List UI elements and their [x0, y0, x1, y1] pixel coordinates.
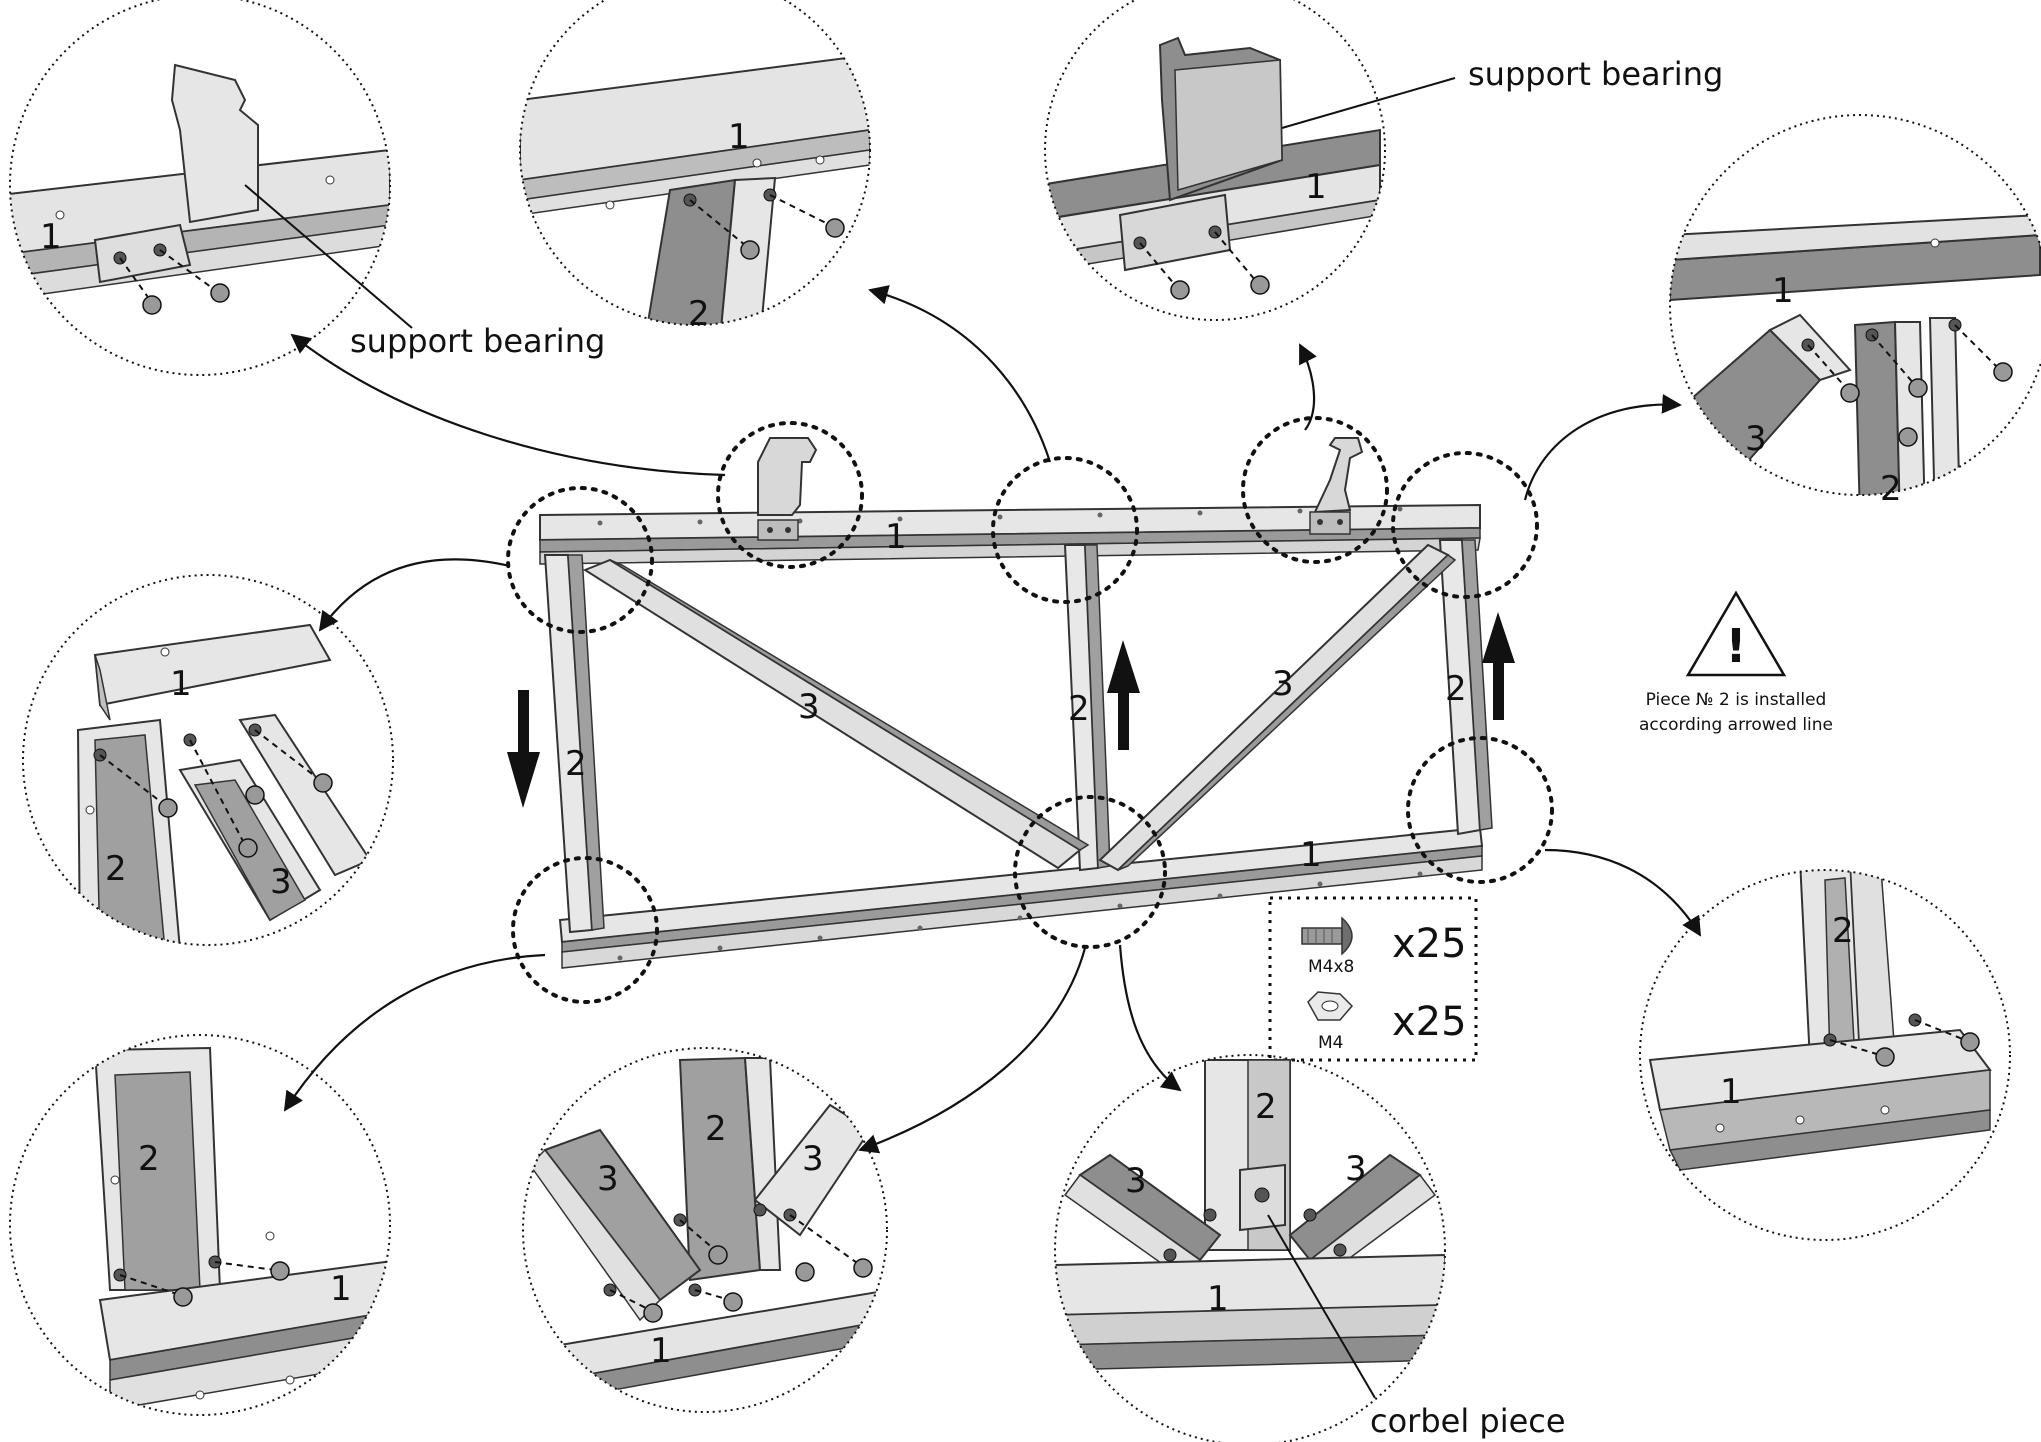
detail5-label-3: 3 [270, 862, 292, 902]
middle-post [1063, 544, 1111, 872]
focus-bottom-right-corner [1406, 736, 1554, 884]
leader-corbel-piece [1267, 1214, 1376, 1399]
detail-bottom-middle: 2 3 3 1 [522, 1047, 888, 1413]
focus-right-bearing [1241, 416, 1389, 564]
focus-top-right-corner [1391, 451, 1539, 599]
detail6-label-2: 2 [1832, 911, 1854, 951]
focus-left-bearing [716, 421, 864, 569]
detail9-label-3-left: 3 [1125, 1161, 1147, 1201]
up-arrow-right-post [1482, 612, 1515, 720]
left-post [543, 554, 605, 934]
nut-quantity: x25 [1392, 999, 1467, 1045]
detail-top-left-bearing: 1 support bearing [9, 0, 605, 376]
arrow-to-detail-top-middle [868, 285, 1052, 463]
arrow-to-detail-bottom-middle [858, 947, 1087, 1154]
detail1-caption-support-bearing: support bearing [350, 322, 605, 360]
detail4-label-1: 1 [1772, 271, 1794, 311]
frame-label-left-post: 2 [565, 744, 587, 784]
nut-icon [1307, 991, 1354, 1021]
bolt-label: M4x8 [1308, 957, 1354, 977]
detail4-label-3: 3 [1745, 419, 1767, 459]
detail8-label-3-right: 3 [802, 1139, 824, 1179]
detail9-caption-corbel-piece: corbel piece [1370, 1402, 1566, 1440]
detail2-label-2: 2 [688, 294, 710, 334]
warning-icon [1685, 590, 1787, 677]
left-diagonal [582, 558, 1090, 870]
detail6-label-1: 1 [1720, 1072, 1742, 1112]
detail7-label-1: 1 [330, 1269, 352, 1309]
down-arrow-left-post [507, 690, 540, 808]
focus-circles [506, 416, 1554, 1004]
frame-support-bearing-right [1309, 437, 1364, 535]
detail5-label-2: 2 [105, 849, 127, 889]
arrow-to-detail-bottom-left [283, 953, 546, 1112]
nut-label: M4 [1318, 1033, 1343, 1053]
frame-label-bottom-beam: 1 [1300, 835, 1322, 875]
arrow-to-detail-top-left [290, 333, 726, 477]
detail-top-middle: 1 2 [519, 0, 871, 334]
detail3-caption-support-bearing: support bearing [1468, 55, 1723, 93]
warning-note: ! Piece № 2 is installed according arrow… [1639, 590, 1833, 735]
frame-label-left-diagonal: 3 [798, 687, 820, 727]
callout-arrows [283, 285, 1702, 1154]
up-arrow-middle-post [1107, 640, 1140, 750]
bolt-quantity: x25 [1392, 921, 1467, 967]
detail4-label-2: 2 [1880, 469, 1902, 509]
arrow-to-detail-top-right-corner [1523, 394, 1682, 501]
right-post [1438, 539, 1493, 836]
focus-top-left-corner [506, 486, 654, 634]
detail9-label-3-right: 3 [1345, 1149, 1367, 1189]
arrow-to-detail-top-right-bearing [1299, 343, 1317, 431]
leader-support-bearing-right [1281, 77, 1456, 129]
frame-label-top-beam: 1 [885, 517, 907, 557]
detail-bottom-left-corner: 2 1 [9, 1034, 391, 1416]
detail2-label-1: 1 [728, 117, 750, 157]
detail-left-corner: 1 2 3 [22, 574, 394, 946]
detail7-label-2: 2 [138, 1139, 160, 1179]
detail3-label-1: 1 [1305, 167, 1327, 207]
detail8-label-2: 2 [705, 1109, 727, 1149]
arrow-to-detail-corbel [1118, 944, 1182, 1092]
detail1-label-1: 1 [40, 217, 62, 257]
detail-corbel-piece: 2 3 3 1 corbel piece [1054, 1054, 1566, 1442]
focus-bottom-middle [1013, 795, 1167, 949]
focus-bottom-left-corner [511, 856, 659, 1004]
detail9-label-2: 2 [1255, 1087, 1277, 1127]
direction-arrows [507, 612, 1515, 808]
bottom-beam [558, 826, 1484, 969]
right-diagonal [1098, 543, 1457, 872]
arrow-to-detail-right-corner [1544, 848, 1702, 937]
hardware-box: M4x8 x25 M4 x25 [1268, 896, 1478, 1062]
frame-label-right-post: 2 [1445, 669, 1467, 709]
main-frame: 1 1 2 2 2 3 3 [539, 437, 1493, 969]
focus-top-middle [991, 456, 1139, 604]
detail-top-right-corner: 1 3 2 [1669, 114, 2041, 509]
warning-exclamation: ! [1726, 619, 1747, 673]
warning-text-line2: according arrowed line [1639, 715, 1833, 735]
detail9-label-1: 1 [1207, 1279, 1229, 1319]
detail8-label-3-left: 3 [597, 1159, 619, 1199]
bolt-icon [1301, 916, 1353, 956]
frame-support-bearing-left [757, 437, 818, 541]
detail-bottom-right-corner: 2 1 [1639, 869, 2011, 1241]
arrow-to-detail-left-corner [318, 558, 511, 632]
frame-label-right-diagonal: 3 [1272, 664, 1294, 704]
warning-text-line1: Piece № 2 is installed [1646, 690, 1827, 710]
detail5-label-1: 1 [170, 664, 192, 704]
leader-support-bearing-left [244, 184, 413, 329]
detail-top-right-bearing: 1 support bearing [1044, 0, 1723, 321]
frame-label-middle-post: 2 [1068, 689, 1090, 729]
detail8-label-1: 1 [650, 1331, 672, 1371]
